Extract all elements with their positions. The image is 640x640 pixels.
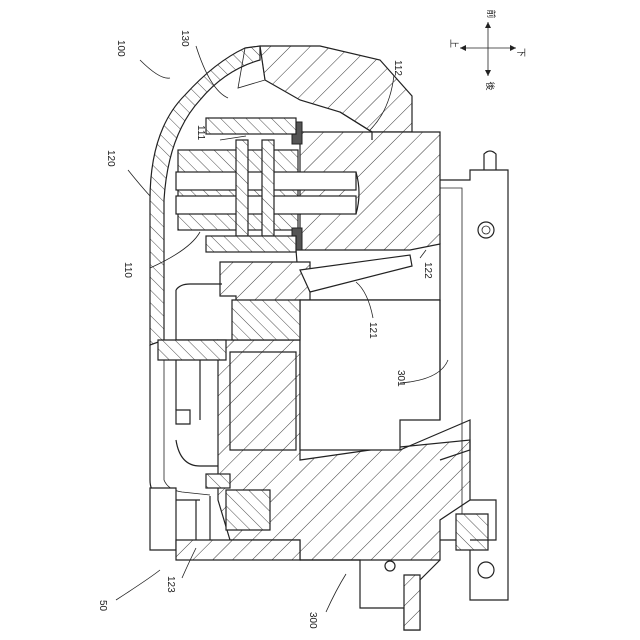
label-301: 301 bbox=[395, 370, 406, 387]
label-120: 120 bbox=[105, 150, 116, 167]
label-100: 100 bbox=[115, 40, 126, 57]
label-122: 122 bbox=[422, 262, 433, 279]
label-121: 121 bbox=[367, 322, 378, 339]
label-50: 50 bbox=[97, 600, 108, 612]
compass-rear-label: 後 bbox=[484, 81, 496, 90]
compass-up-label: 上 bbox=[448, 39, 459, 48]
compass-down-label: 下 bbox=[515, 48, 525, 57]
label-300: 300 bbox=[307, 612, 318, 629]
label-112: 112 bbox=[392, 60, 403, 76]
label-111: 111 bbox=[195, 125, 206, 141]
label-130: 130 bbox=[179, 30, 190, 47]
direction-compass: 上 下 前 後 bbox=[448, 9, 525, 90]
label-123: 123 bbox=[165, 576, 176, 593]
label-110: 110 bbox=[122, 262, 133, 278]
compass-front-label: 前 bbox=[485, 9, 497, 18]
